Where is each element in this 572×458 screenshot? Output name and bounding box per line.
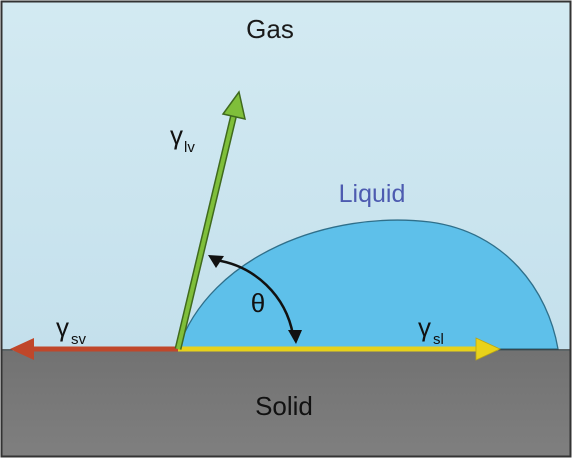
gamma-lv-label: γ lv	[170, 120, 195, 156]
gamma-sv-arrow	[10, 338, 178, 360]
gamma-lv-arrow	[174, 90, 246, 350]
solid-label: Solid	[255, 391, 313, 421]
gamma-sl-subscript: sl	[433, 331, 444, 348]
contact-angle-arc	[208, 255, 302, 344]
gas-label: Gas	[246, 14, 294, 44]
gamma-sl-label: γ sl	[418, 312, 444, 348]
liquid-droplet	[177, 219, 559, 350]
gamma-sl-symbol: γ	[418, 312, 431, 342]
liquid-label: Liquid	[339, 180, 406, 208]
gamma-sl-arrow	[178, 337, 501, 361]
gamma-lv-subscript: lv	[184, 139, 195, 156]
solid-region	[2, 351, 570, 456]
gamma-sv-label: γ sv	[56, 312, 87, 348]
gamma-sv-symbol: γ	[56, 312, 69, 342]
theta-label: θ	[251, 288, 265, 318]
gamma-sv-subscript: sv	[71, 331, 87, 348]
gamma-lv-symbol: γ	[170, 120, 183, 150]
